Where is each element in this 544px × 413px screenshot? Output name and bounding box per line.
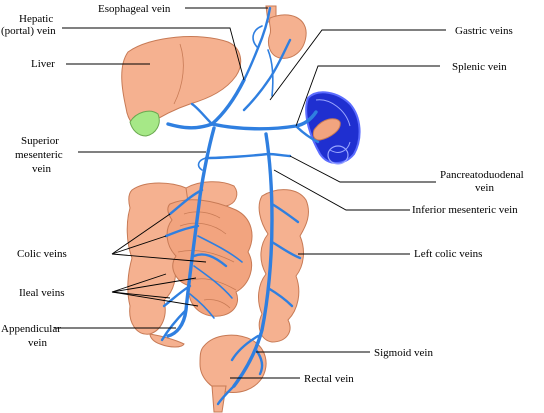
label-gastric-veins: Gastric veins xyxy=(455,25,513,37)
esophageal-loop xyxy=(252,25,263,49)
label-hepatic-portal-vein-1: Hepatic xyxy=(19,13,53,25)
stomach xyxy=(267,14,307,59)
rectum xyxy=(211,385,227,413)
appendix xyxy=(149,333,185,348)
label-superior-mesenteric-1: Superior xyxy=(21,135,59,147)
spleen-circle xyxy=(327,145,349,165)
appendicular-vein-path xyxy=(160,308,188,342)
spleen-highlight xyxy=(315,99,351,153)
leader-splenic xyxy=(295,65,440,127)
label-splenic-vein: Splenic vein xyxy=(452,61,507,73)
gallbladder xyxy=(129,110,160,137)
liver-lobe-line xyxy=(173,43,184,105)
leader-hepatic-portal xyxy=(62,27,245,81)
small-intestine xyxy=(166,199,253,317)
label-superior-mesenteric-3: vein xyxy=(32,163,51,175)
label-pancreatoduodenal-2: vein xyxy=(475,182,494,194)
label-rectal-vein: Rectal vein xyxy=(304,373,354,385)
leader-ileal-3 xyxy=(111,291,171,299)
gastric-vein-branch xyxy=(267,49,274,97)
splenic-branch xyxy=(294,124,320,144)
label-hepatic-portal-vein-2: (portal) vein xyxy=(1,25,56,37)
pancreatoduodenal-branch xyxy=(204,152,292,160)
label-left-colic-veins: Left colic veins xyxy=(414,248,482,260)
colic-vein-1 xyxy=(168,188,204,216)
label-appendicular-2: vein xyxy=(28,337,47,349)
left-colic-vein-3 xyxy=(266,286,294,308)
label-appendicular-1: Appendicular xyxy=(1,323,61,335)
ileal-vein-1 xyxy=(197,235,243,263)
leader-ileal-2 xyxy=(111,277,197,293)
label-pancreatoduodenal-1: Pancreatoduodenal xyxy=(440,169,524,181)
colic-vein-4 xyxy=(162,284,192,308)
leader-colic-2 xyxy=(111,235,167,255)
leader-inferior-mesenteric xyxy=(273,169,410,211)
colic-vein-2 xyxy=(164,224,200,238)
left-colic-vein-1 xyxy=(270,202,300,224)
colic-vein-3 xyxy=(192,253,228,268)
left-colic-vein-2 xyxy=(270,240,302,260)
label-inferior-mesenteric-vein: Inferior mesenteric vein xyxy=(412,204,518,216)
leader-colic-3 xyxy=(111,253,207,263)
superior-mesenteric-vein-path xyxy=(166,126,216,338)
liver xyxy=(121,36,242,128)
leader-pancreatoduodenal xyxy=(289,155,436,183)
pancreatoduodenal-loop xyxy=(197,157,207,171)
pancreas-tail xyxy=(312,118,341,141)
leader-colic-1 xyxy=(111,213,171,255)
rectal-vein-path xyxy=(216,384,236,406)
inferior-mesenteric-vein-path xyxy=(232,132,274,388)
ileal-vein-3 xyxy=(189,293,215,319)
leader-gastric xyxy=(269,29,446,101)
portal-branch-left xyxy=(190,102,214,126)
label-superior-mesenteric-2: mesenteric xyxy=(15,149,63,161)
label-ileal-veins: Ileal veins xyxy=(19,287,65,299)
sigmoid-vein-branch-1 xyxy=(230,334,260,362)
leader-ileal-4 xyxy=(111,291,199,307)
label-esophageal-vein: Esophageal vein xyxy=(98,3,171,15)
leader-ileal-1 xyxy=(111,273,167,293)
esophageal-vein-path xyxy=(242,6,272,82)
label-sigmoid-vein: Sigmoid vein xyxy=(374,347,433,359)
gastric-vein-path xyxy=(242,38,292,112)
label-colic-veins: Colic veins xyxy=(17,248,67,260)
ileal-vein-2 xyxy=(193,265,233,299)
label-liver: Liver xyxy=(31,58,55,70)
